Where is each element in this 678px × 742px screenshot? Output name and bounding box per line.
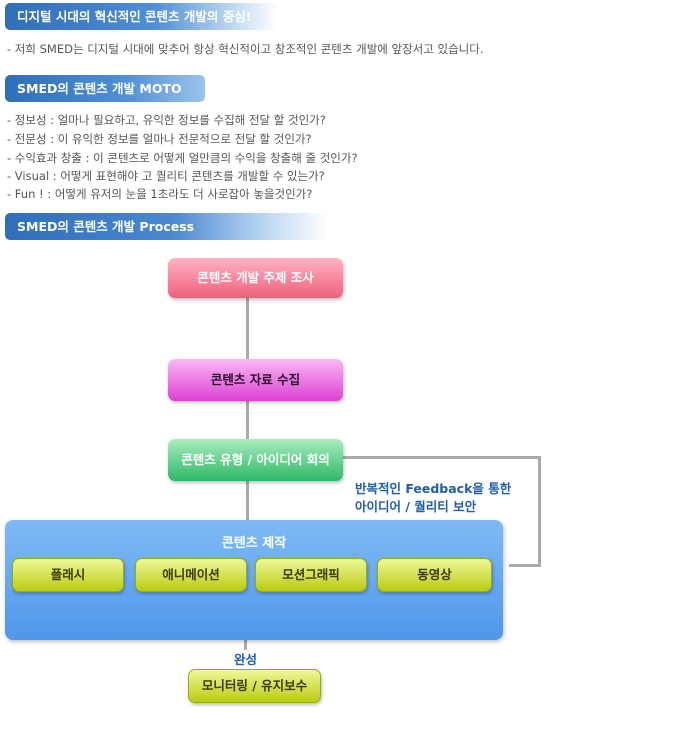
production-title: 콘텐츠 제작	[221, 536, 287, 551]
moto-item: - 정보성 : 얼마나 필요하고, 유익한 정보를 수집해 전달 할 것인가?	[7, 113, 326, 127]
connector-line	[244, 640, 247, 650]
connector-line	[246, 298, 249, 360]
section-header-process: SMED의 콘텐츠 개발 Process	[5, 213, 677, 240]
moto-item: - Visual : 어떻게 표현해야 고 퀄리티 콘텐츠를 개발할 수 있는가…	[7, 169, 325, 183]
feedback-loop-line	[509, 564, 541, 567]
step-topic-research: 콘텐츠 개발 주제 조사	[168, 258, 343, 298]
complete-label: 완성	[234, 652, 258, 667]
step-monitoring-maintenance: 모니터링 / 유지보수	[188, 669, 321, 703]
moto-item: - 전문성 : 이 유익한 정보를 얼마나 전문적으로 전달 할 것인가?	[7, 132, 312, 146]
section-header-moto: SMED의 콘텐츠 개발 MOTO	[5, 75, 205, 102]
production-item-flash: 플래시	[12, 558, 124, 592]
production-item-motion-graphic: 모션그래픽	[255, 558, 367, 592]
feedback-loop-line	[343, 456, 541, 459]
step-material-collection: 콘텐츠 자료 수집	[168, 359, 343, 401]
production-item-animation: 애니메이션	[135, 558, 247, 592]
feedback-loop-line	[538, 456, 541, 567]
section-description: - 저희 SMED는 디지털 시대에 맞추어 항상 혁신적이고 창조적인 콘텐츠…	[7, 42, 484, 56]
feedback-text-line2: 아이디어 / 퀄리티 보안	[355, 499, 477, 514]
connector-line	[246, 401, 249, 439]
step-idea-meeting: 콘텐츠 유형 / 아이디어 회의	[168, 439, 343, 481]
production-box: 콘텐츠 제작 플래시 애니메이션 모션그래픽 동영상	[5, 520, 503, 640]
production-item-video: 동영상	[377, 558, 492, 592]
feedback-text-line1: 반복적인 Feedback을 통한	[355, 481, 512, 496]
connector-line	[246, 481, 249, 520]
section-header-innovation: 디지털 시대의 혁신적인 콘텐츠 개발의 중심!	[5, 3, 278, 30]
moto-item: - 수익효과 창출 : 이 콘텐츠로 어떻게 얼만큼의 수익을 창출해 줄 것인…	[7, 151, 358, 165]
moto-item: - Fun ! : 어떻게 유저의 눈을 1초라도 더 사로잡아 놓을것인가?	[7, 187, 313, 201]
